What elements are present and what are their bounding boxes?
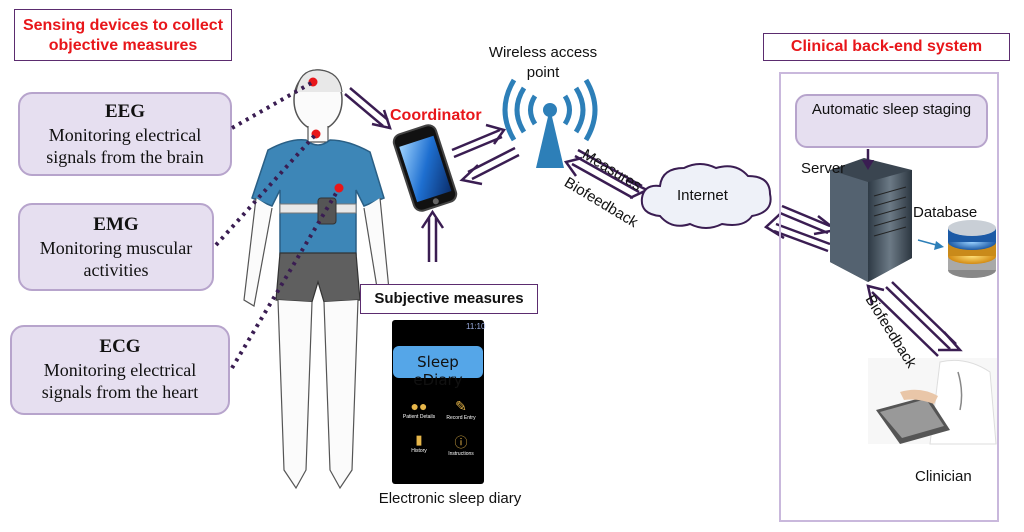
subjective-measures-box: Subjective measures [360,284,538,314]
arrow-body-to-coordinator [344,87,392,130]
sensor-links [214,80,340,370]
backend-title-box: Clinical back-end system [763,33,1010,61]
info-icon: ⓘ [454,435,468,450]
auto-sleep-staging-box: Automatic sleep staging [795,94,988,148]
diary-phone [392,320,484,484]
diary-menu-patient-details[interactable]: ●● Patient Details [400,398,438,420]
emg-label: EMG [93,214,139,235]
backend-title: Clinical back-end system [790,38,983,55]
sensing-title-box: Sensing devices to collect objective mea… [14,9,232,61]
coordinator-phone-icon [392,124,458,212]
arrows-server-clinician [866,281,963,357]
ecg-box: ECG Monitoring electrical signals from t… [10,325,230,415]
ecg-label: ECG [99,336,141,357]
diary-menu-record-entry[interactable]: ✎ Record Entry [442,398,480,421]
internet-label: Internet [677,187,728,204]
eeg-description: Monitoring electrical signals from the b… [46,125,204,167]
wireless-access-point-icon [502,78,598,168]
internet-cloud-icon [640,163,772,229]
clipboard-icon: ▮ [415,432,423,447]
emg-box: EMG Monitoring muscular activities [18,203,214,291]
database-icon [948,220,996,278]
arrow-server-to-database [917,239,944,250]
diary-menu-instructions[interactable]: ⓘ Instructions [442,432,480,457]
ecg-description: Monitoring electrical signals from the h… [41,360,199,402]
arrow-staging-to-server [862,149,874,170]
diary-menu-history[interactable]: ▮ History [400,432,438,454]
diary-caption: Electronic sleep diary [378,490,522,507]
server-label: Server [801,160,846,177]
arrow-diary-to-phone [420,209,445,262]
arrows-wireless-internet [563,148,650,200]
database-label: Database [913,204,978,221]
eeg-box: EEG Monitoring electrical signals from t… [18,92,232,176]
backend-frame [779,72,999,522]
eeg-label: EEG [104,101,146,122]
auto-sleep-staging-label: Automatic sleep staging [811,101,972,118]
clinician-label: Clinician [915,468,972,485]
emg-description: Monitoring muscular activities [39,238,193,280]
diary-menu-label: Record Entry [446,415,476,421]
patient-icon: ●● [410,398,428,414]
arrows-phone-wireless [451,123,520,186]
clinician-image [868,358,998,445]
diary-menu-label: Patient Details [402,414,436,420]
diary-menu-label: History [411,448,427,454]
diary-app-title: Sleep eDiary [413,353,463,389]
server-icon [830,158,912,282]
diary-status-time: 11:10 [466,322,486,331]
subjective-measures-label: Subjective measures [374,290,524,307]
pencil-icon: ✎ [455,398,467,414]
sensing-title: Sensing devices to collect objective mea… [22,17,224,54]
human-figure [243,69,391,490]
wireless-label: Wireless access point [488,44,598,81]
diary-menu-label: Instructions [448,451,474,457]
coordinator-label: Coordinator [390,107,482,124]
